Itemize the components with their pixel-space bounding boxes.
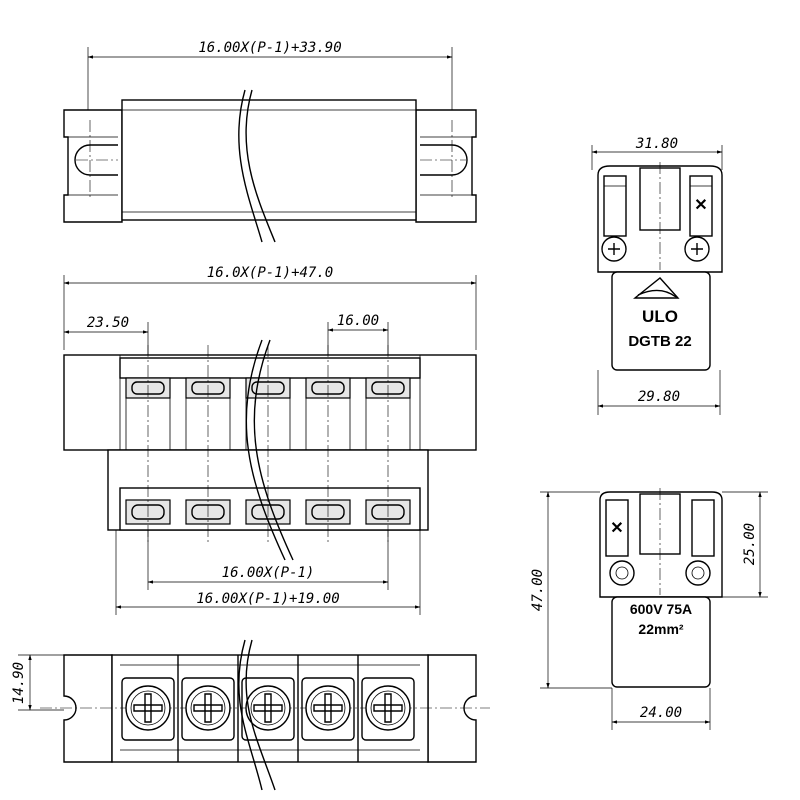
dim-span: 16.00X(P-1) [222, 565, 315, 581]
dim-span-plus: 16.00X(P-1)+19.00 [196, 591, 339, 607]
dim-side-width-base: 24.00 [640, 705, 682, 721]
dim-pitch: 16.00 [337, 313, 379, 329]
screw-head [181, 677, 235, 741]
bottom-view: 14.90 [11, 639, 490, 791]
side-view-top: 31.80 ✕ ULO DGTB 22 29.80 [591, 136, 723, 415]
screw-head [241, 677, 295, 741]
top-view: 16.00X(P-1)+33.90 [63, 40, 477, 243]
model-label: DGTB 22 [628, 333, 691, 350]
terminal-column [365, 345, 411, 545]
dim-side-width-top: 31.80 [635, 136, 678, 152]
cross-mark-icon-2: ✕ [610, 520, 623, 537]
terminal-column [125, 345, 171, 545]
rating-label: 600V 75A [630, 601, 692, 617]
screw-head [121, 677, 175, 741]
dim-side-width-bottom: 29.80 [638, 389, 680, 405]
logo-icon [633, 277, 680, 299]
dim-side-height-upper: 25.00 [742, 523, 758, 565]
terminal-column [245, 345, 291, 545]
middle-view: 16.0X(P-1)+47.0 23.50 16.00 16.00X(P-1) … [63, 265, 477, 615]
dim-side-height-total: 47.00 [530, 569, 546, 611]
screw-head [301, 677, 355, 741]
wire-label: 22mm² [638, 621, 683, 637]
dim-height-small: 14.90 [11, 662, 27, 704]
dim-top-total: 16.00X(P-1)+33.90 [198, 40, 341, 56]
dim-offset: 23.50 [87, 315, 129, 331]
brand-label: ULO [642, 307, 678, 326]
cross-mark-icon: ✕ [694, 197, 707, 214]
dim-mid-total: 16.0X(P-1)+47.0 [207, 265, 333, 281]
side-view-bottom: 47.00 25.00 ✕ 600V 75A 22mm² 24.00 [530, 488, 768, 730]
terminal-column [185, 345, 231, 545]
terminal-column [305, 345, 351, 545]
screw-head [361, 677, 415, 741]
